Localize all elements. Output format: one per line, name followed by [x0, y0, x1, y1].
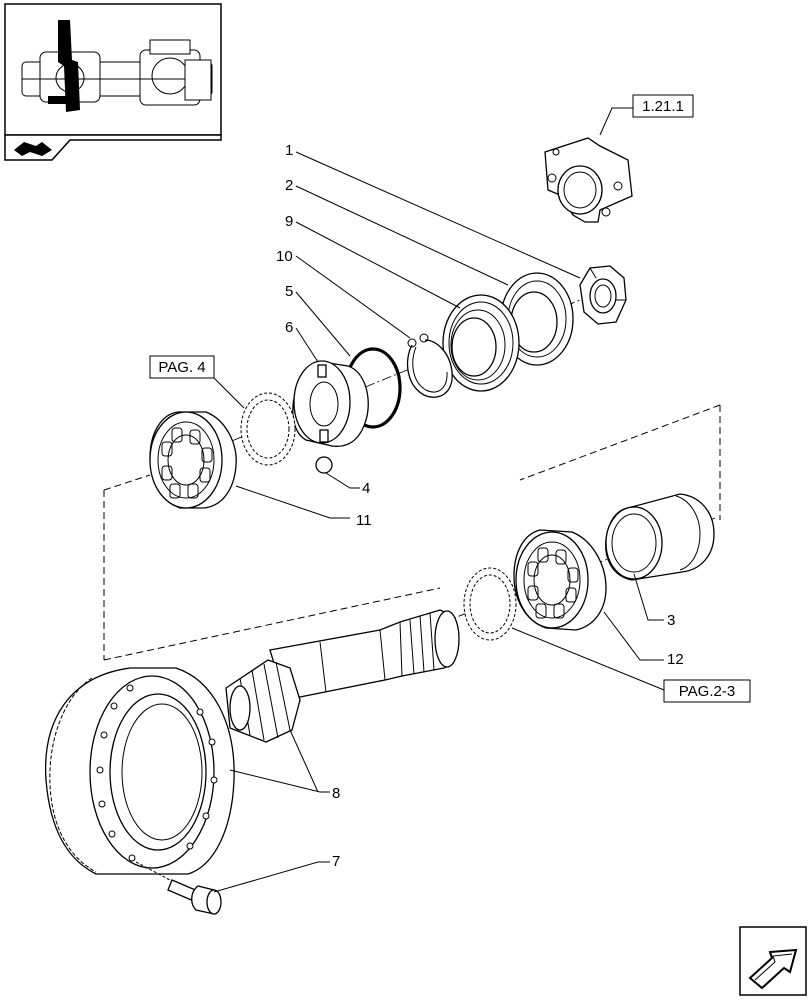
reference-1-21-1-label: 1.21.1: [642, 98, 684, 115]
part-3-spacer-sleeve: [605, 493, 715, 581]
assembly-dashed-frame: [103, 404, 721, 661]
callout-4[interactable]: 4: [362, 480, 370, 497]
callout-3[interactable]: 3: [667, 612, 675, 629]
callout-7[interactable]: 7: [332, 853, 340, 870]
part-8-crown-wheel: [44, 667, 235, 875]
part-4-ball: [315, 456, 333, 474]
part-11-roller-bearing: [149, 411, 237, 509]
shim-upper: [240, 392, 296, 466]
axle-thumbnail[interactable]: [4, 3, 222, 136]
next-page-arrow-icon[interactable]: [739, 926, 807, 996]
callout-9[interactable]: 9: [285, 213, 293, 230]
part-12-roller-bearing: [513, 529, 607, 631]
reference-1-21-1[interactable]: 1.21.1: [632, 94, 694, 118]
callout-6[interactable]: 6: [285, 319, 293, 336]
callout-11[interactable]: 11: [356, 512, 372, 529]
shim-lower: [463, 567, 517, 641]
part-1-nut: [579, 265, 627, 325]
bearing-housing: [544, 137, 633, 223]
callout-5[interactable]: 5: [285, 283, 293, 300]
reference-pag-4[interactable]: PAG. 4: [149, 355, 215, 379]
callout-8[interactable]: 8: [332, 785, 340, 802]
callout-10[interactable]: 10: [276, 248, 293, 265]
part-6-split-collar: [292, 360, 369, 447]
reference-pag-2-3[interactable]: PAG.2-3: [663, 679, 751, 703]
reference-pag-4-label: PAG. 4: [158, 359, 205, 376]
part-7-bolt: [135, 861, 222, 915]
book-icon[interactable]: [4, 134, 222, 161]
leader-lines: [211, 107, 665, 893]
callout-2[interactable]: 2: [285, 177, 293, 194]
part-8-pinion-shaft: [225, 609, 460, 743]
callout-1[interactable]: 1: [285, 142, 293, 159]
callout-12[interactable]: 12: [667, 651, 684, 668]
part-9-bearing-cup: [442, 294, 520, 392]
part-10-snap-ring: [406, 333, 453, 398]
reference-pag-2-3-label: PAG.2-3: [679, 683, 735, 700]
